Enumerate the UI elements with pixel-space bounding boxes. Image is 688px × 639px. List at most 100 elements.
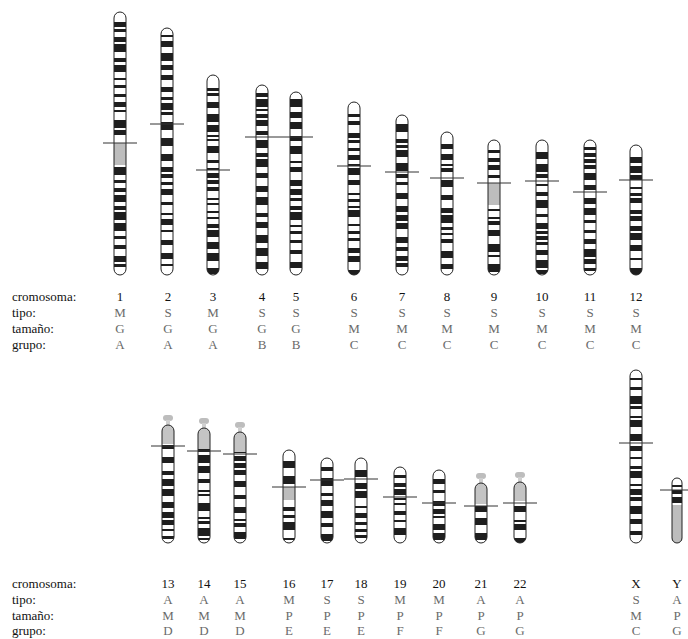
heterochromatin [283, 487, 295, 500]
band [207, 224, 219, 228]
band [207, 173, 219, 178]
band [207, 139, 219, 141]
band [396, 223, 408, 229]
chromosome [464, 473, 498, 543]
band [394, 520, 406, 522]
band [630, 216, 642, 221]
band [348, 180, 360, 185]
band [396, 182, 408, 185]
chromosome-body [256, 85, 268, 275]
band [394, 503, 406, 505]
band [161, 154, 173, 161]
chromosome-body [355, 458, 367, 543]
band [290, 161, 302, 163]
short-arm [514, 482, 526, 501]
band [630, 210, 642, 214]
band [290, 225, 302, 227]
centromere-mark [477, 183, 511, 184]
band [630, 457, 642, 459]
centromere-mark [223, 454, 257, 455]
band [630, 416, 642, 418]
chromosome-outline [475, 483, 487, 543]
chromosome-number: Y [672, 576, 681, 591]
band [162, 489, 174, 496]
band [198, 494, 210, 496]
band [348, 210, 360, 217]
chromosome-outline [536, 140, 548, 275]
chromosome [430, 132, 464, 275]
chromosome-outline [672, 478, 682, 543]
centromere-mark [383, 497, 417, 498]
band [630, 198, 642, 203]
band [355, 470, 367, 477]
chromosome-number: 7 [399, 289, 406, 304]
band [672, 490, 682, 494]
band [283, 507, 295, 511]
band [321, 523, 333, 527]
band [198, 490, 210, 492]
chromosome [422, 470, 456, 543]
chromosome-number: 22 [514, 576, 527, 591]
band [161, 167, 173, 172]
band [198, 521, 210, 524]
classification-letter: A [115, 337, 124, 352]
band [536, 223, 548, 229]
band [161, 264, 173, 266]
band [161, 35, 173, 37]
band [207, 198, 219, 200]
band [290, 189, 302, 195]
band [488, 221, 500, 225]
band [348, 140, 360, 143]
classification-letter: E [357, 623, 365, 638]
band [630, 193, 642, 196]
band [584, 173, 596, 180]
band [584, 153, 596, 157]
chromosome-body [198, 428, 210, 543]
classification-letter: P [673, 608, 680, 623]
chromosome [660, 478, 688, 543]
chromosome-outline [355, 458, 367, 543]
band [536, 174, 548, 178]
band [584, 249, 596, 257]
band [161, 53, 173, 61]
band [162, 457, 174, 463]
chromosome-outline [256, 85, 268, 275]
band [162, 502, 174, 508]
band [396, 145, 408, 148]
chromosome-body [672, 478, 682, 543]
chromosome-body [488, 140, 500, 275]
classification-letter: A [199, 592, 208, 607]
band [514, 520, 526, 522]
band [348, 270, 360, 275]
chromosome-number: 9 [491, 289, 498, 304]
band [630, 497, 642, 501]
band [394, 498, 406, 500]
band [321, 478, 333, 486]
band [290, 206, 302, 210]
band [396, 139, 408, 143]
classification-letter: S [292, 305, 299, 320]
band [114, 22, 126, 27]
band [584, 185, 596, 190]
chromosome-number: 14 [198, 576, 211, 591]
band [114, 195, 126, 202]
centromere-mark [525, 181, 559, 182]
band [114, 256, 126, 262]
band [396, 237, 408, 243]
band [584, 159, 596, 163]
chromosome [223, 422, 257, 543]
chromosome [573, 140, 607, 275]
classification-letter: P [285, 608, 292, 623]
band [348, 121, 360, 125]
band [441, 251, 453, 258]
band [441, 215, 453, 223]
chromosome [103, 12, 137, 275]
band [536, 242, 548, 245]
band [355, 535, 367, 538]
chromosome-outline [396, 115, 408, 275]
band [290, 146, 302, 154]
classification-letter: C [398, 337, 407, 352]
chromosome-body [207, 75, 219, 275]
classification-letter: S [538, 305, 545, 320]
band [536, 184, 548, 186]
